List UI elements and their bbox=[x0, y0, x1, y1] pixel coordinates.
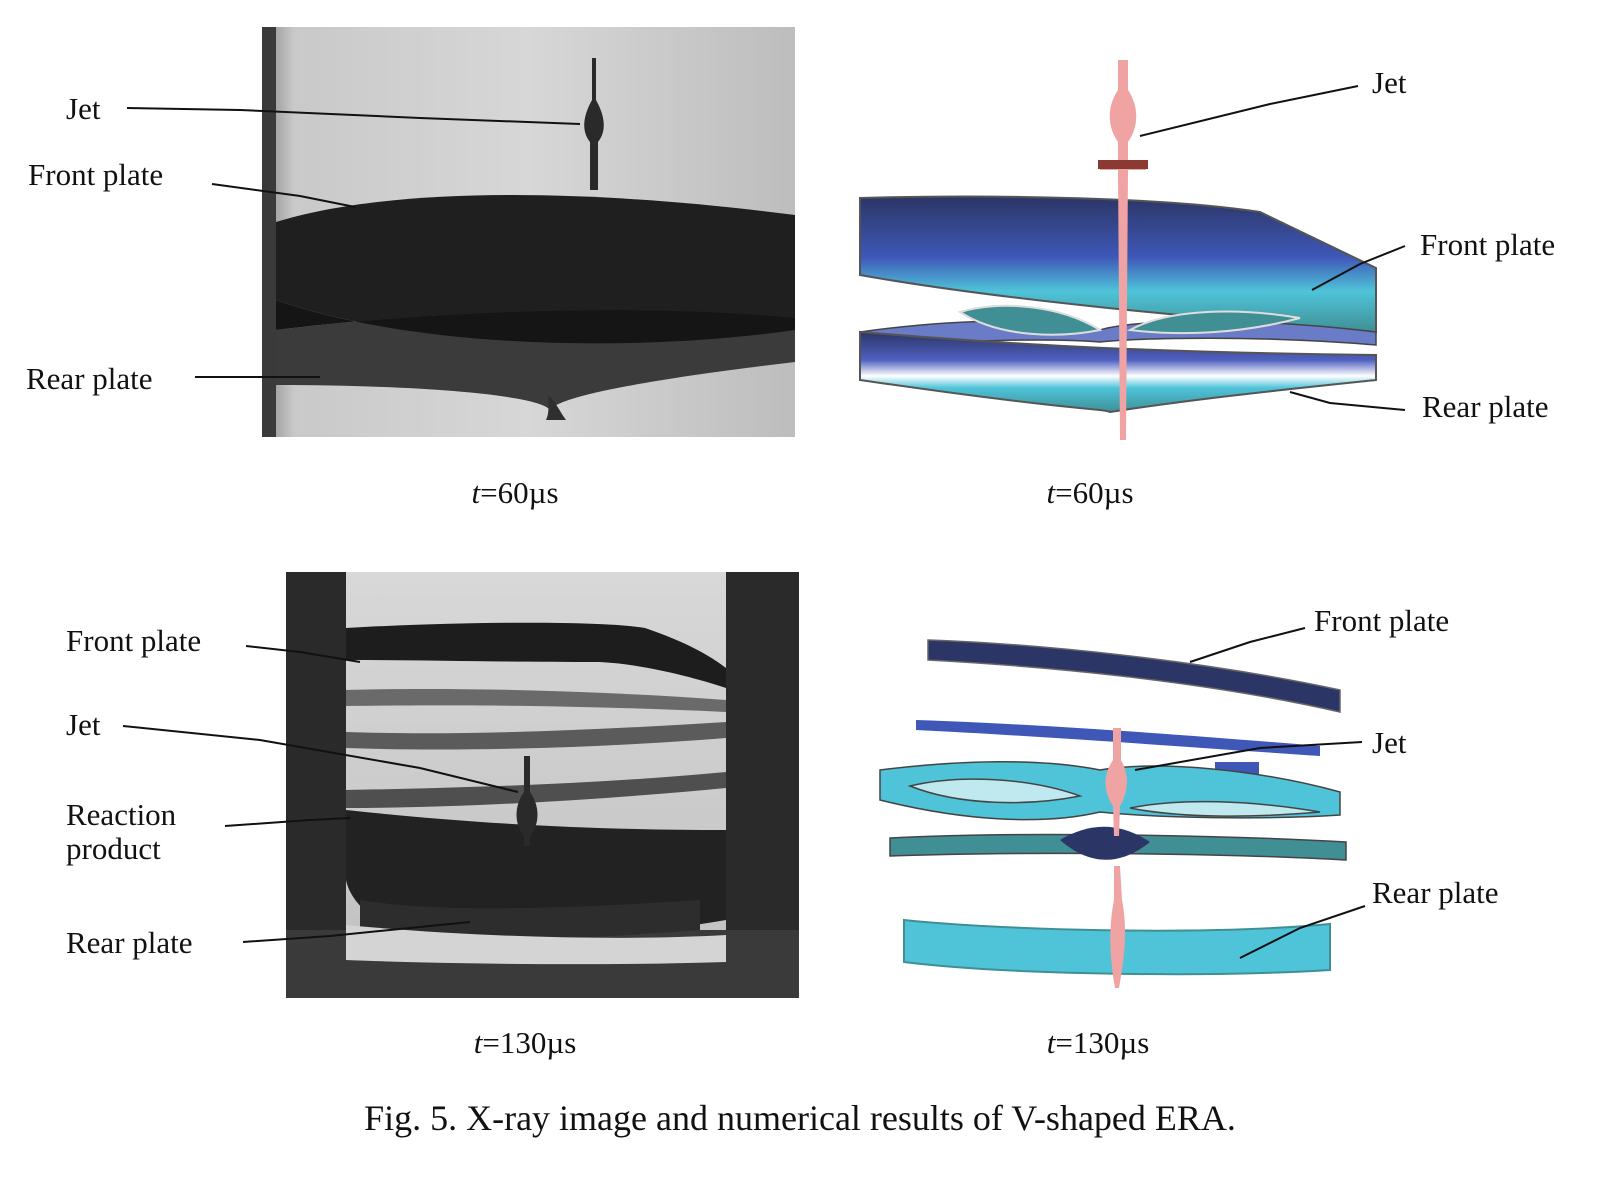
label-front-plate-bottom-left: Front plate bbox=[66, 623, 202, 658]
leader-lines-bottom-right bbox=[1134, 627, 1366, 959]
time-symbol: t bbox=[471, 475, 481, 510]
label-front-plate-top-right: Front plate bbox=[1420, 227, 1556, 262]
label-front-plate-bottom-right: Front plate bbox=[1314, 603, 1450, 638]
time-symbol: t bbox=[473, 1025, 483, 1060]
label-jet-bottom-right: Jet bbox=[1372, 725, 1407, 760]
time-value: =60µs bbox=[1055, 475, 1134, 510]
xray-image-130us bbox=[286, 572, 799, 998]
leader-lines-bottom-left bbox=[122, 645, 519, 943]
label-rear-plate-bottom-right: Rear plate bbox=[1372, 875, 1499, 910]
time-value: =130µs bbox=[1055, 1025, 1150, 1060]
time-symbol: t bbox=[1046, 1025, 1056, 1060]
xray-image-60us bbox=[262, 27, 795, 437]
label-rear-plate-top-right: Rear plate bbox=[1422, 389, 1549, 424]
label-rear-plate-top-left: Rear plate bbox=[26, 361, 153, 396]
leader-lines-top-right bbox=[1139, 85, 1406, 411]
time-value: =60µs bbox=[480, 475, 559, 510]
time-value: =130µs bbox=[482, 1025, 577, 1060]
label-jet-top-right: Jet bbox=[1372, 65, 1407, 100]
label-jet-top-left: Jet bbox=[66, 91, 101, 126]
time-symbol: t bbox=[1046, 475, 1056, 510]
time-label-top-right: t=60µs bbox=[990, 476, 1190, 510]
simulation-130us bbox=[879, 639, 1347, 988]
label-reaction-product-bottom-left: Reaction product bbox=[66, 797, 177, 866]
figure-caption: Fig. 5. X-ray image and numerical result… bbox=[364, 1098, 1236, 1138]
time-label-bottom-left: t=130µs bbox=[425, 1026, 625, 1060]
simulation-60us bbox=[859, 60, 1377, 440]
time-label-top-left: t=60µs bbox=[415, 476, 615, 510]
label-jet-bottom-left: Jet bbox=[66, 707, 101, 742]
leader-lines-top-left bbox=[126, 107, 581, 378]
label-front-plate-top-left: Front plate bbox=[28, 157, 164, 192]
label-rear-plate-bottom-left: Rear plate bbox=[66, 925, 193, 960]
time-label-bottom-right: t=130µs bbox=[998, 1026, 1198, 1060]
